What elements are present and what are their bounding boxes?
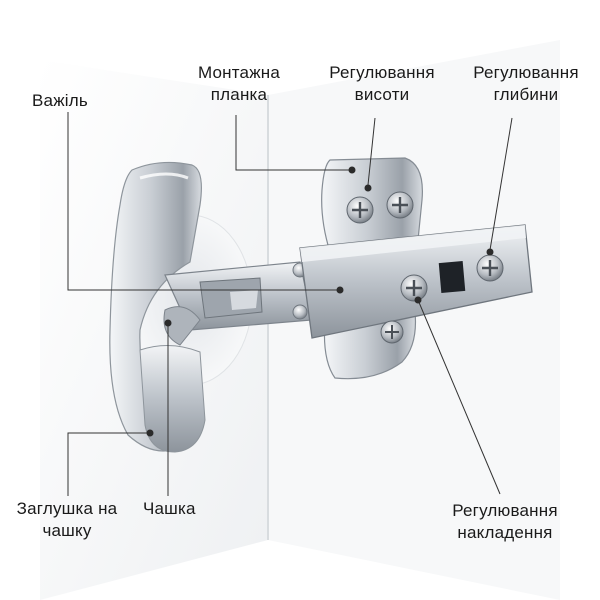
leader-depth bbox=[489, 117, 513, 251]
label-height-adjustment: Регулювання висоти bbox=[329, 63, 435, 104]
label-depth-adjustment: Регулювання глибини bbox=[473, 63, 579, 104]
leader-height bbox=[367, 117, 376, 186]
depth-adjustment-screw bbox=[476, 254, 504, 282]
leader-lever bbox=[67, 112, 340, 291]
mounting-screw bbox=[386, 191, 414, 219]
leader-dots bbox=[146, 166, 494, 437]
label-cup-cap: Заглушка на чашку bbox=[16, 499, 118, 540]
label-mounting-plate: Монтажна планка bbox=[197, 63, 281, 104]
height-adjustment-screw bbox=[346, 196, 374, 224]
leader-mounting-plate bbox=[235, 115, 350, 171]
overlay-adjustment-screw bbox=[400, 274, 428, 302]
label-overlay-adjustment: Регулювання накладення bbox=[452, 501, 558, 542]
label-lever: Важіль bbox=[32, 91, 88, 110]
leader-overlay bbox=[417, 299, 501, 495]
lever-mechanism bbox=[163, 261, 313, 346]
cup-body bbox=[139, 345, 206, 453]
adjustment-slot bbox=[438, 261, 466, 293]
label-cup: Чашка bbox=[143, 499, 196, 518]
lower-plate-screw bbox=[380, 320, 404, 344]
leader-cup-cap bbox=[67, 432, 148, 496]
leader-lines bbox=[67, 112, 513, 496]
